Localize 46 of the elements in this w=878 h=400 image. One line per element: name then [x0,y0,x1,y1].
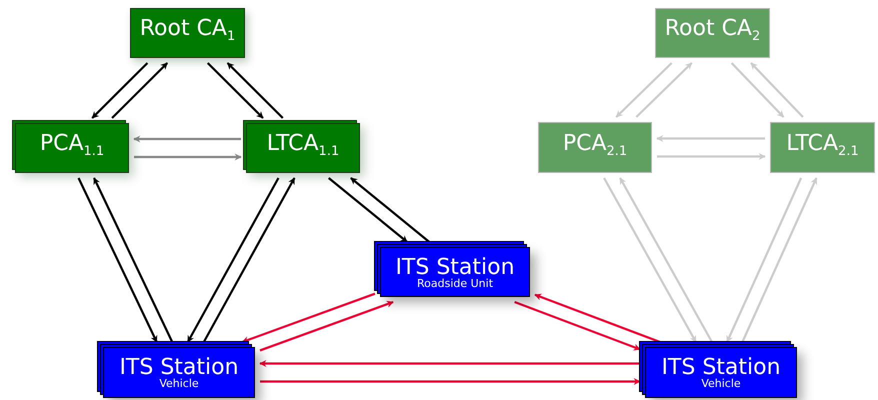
node-sublabel: Roadside Unit [416,278,494,288]
arrow [656,135,765,142]
node-label: ITS Station [661,356,781,380]
arrow [350,177,430,243]
arrow [328,177,408,243]
arrow [534,294,660,344]
arrow [133,136,241,142]
node-sublabel: Vehicle [159,378,199,389]
node-label: PCA$_{1.1}$ [40,132,104,161]
node-label: Root CA$_{1}$ [140,17,236,46]
arrow [91,62,148,119]
arrow [260,300,394,352]
arrow [186,177,280,343]
arrow [726,178,802,343]
arrow [202,177,296,343]
arrow [226,62,284,119]
arrow [78,178,158,343]
arrow [750,62,804,118]
arrow [134,154,242,160]
arrow [111,62,168,119]
authority-box [130,8,245,58]
arrow [514,300,641,350]
arrow [603,177,697,343]
arrow [616,62,672,118]
arrow [242,292,376,344]
arrow [730,62,784,118]
node-label: Root CA$_{2}$ [664,17,760,46]
node-label: PCA$_{2.1}$ [562,132,628,160]
arrow [260,378,641,385]
authority-box [655,8,770,58]
node-sublabel: Vehicle [701,378,741,389]
node-label: ITS Station [395,256,515,280]
arrow [93,177,174,342]
arrow [741,177,818,342]
authority-box [538,122,652,173]
authority-box [246,123,360,173]
node-label: LTCA$_{2.1}$ [786,132,859,160]
arrow [657,153,766,160]
arrow [206,62,264,119]
arrow [259,360,640,367]
authority-box [770,122,875,173]
arrow [636,62,693,118]
arrow [619,177,713,343]
node-label: ITS Station [119,356,239,380]
node-label: LTCA$_{1.1}$ [266,132,340,161]
authority-box [15,123,129,173]
